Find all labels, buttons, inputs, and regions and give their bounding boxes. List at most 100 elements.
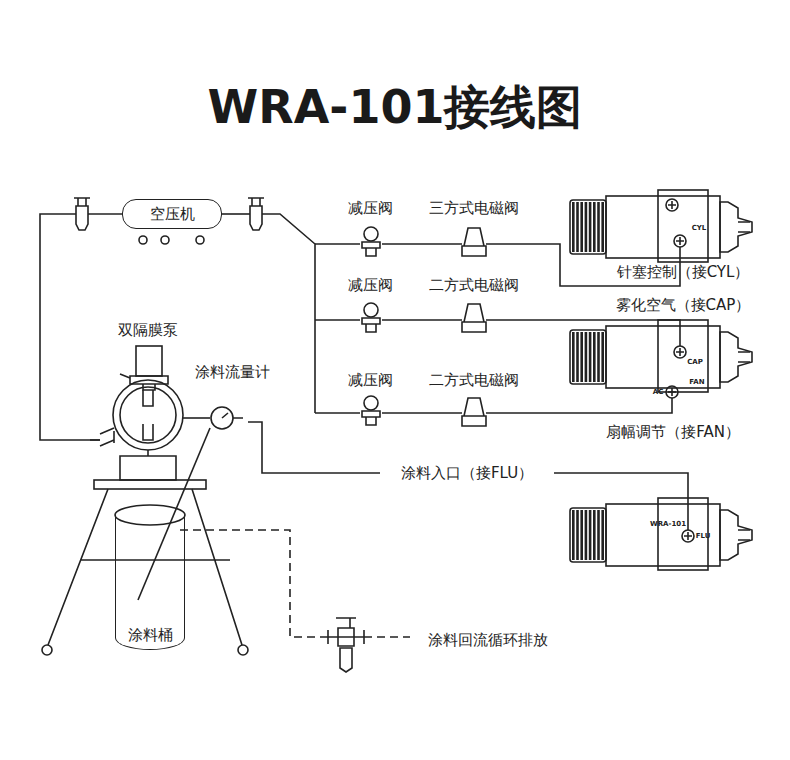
pressure-regulators <box>362 227 380 425</box>
gun-part <box>570 200 606 254</box>
port-label: 涂料入口（接FLU） <box>397 464 537 482</box>
drawing-stroke <box>183 417 210 419</box>
drawing-stroke <box>94 480 206 489</box>
port-code: FLU <box>696 533 711 540</box>
gun-part <box>580 332 583 382</box>
gun-part <box>720 202 752 252</box>
gun-part <box>570 330 606 384</box>
drawing-stroke <box>362 303 380 332</box>
drawing-stroke <box>88 213 122 215</box>
drawing-stroke <box>362 227 380 256</box>
drawing-stroke <box>222 213 250 215</box>
diaphragm-pump <box>90 346 210 480</box>
drawing-stroke <box>364 396 378 410</box>
gun-part <box>572 332 575 382</box>
paint-bucket: 涂料桶 <box>115 515 185 650</box>
gun-part <box>585 510 588 560</box>
solenoid-valves <box>462 228 486 426</box>
drawing-stroke <box>138 428 210 600</box>
valve-label: 三方式电磁阀 <box>429 199 519 217</box>
gun-part <box>720 332 752 382</box>
drain-valve <box>328 618 364 672</box>
drawing-stroke <box>362 411 380 425</box>
drawing-stroke <box>48 489 242 645</box>
drawing-stroke <box>42 645 52 655</box>
gun-part <box>576 202 579 252</box>
gun-part <box>576 332 579 382</box>
drawing-stroke <box>113 380 183 450</box>
gun-port <box>682 530 694 542</box>
drawing-stroke <box>139 236 147 244</box>
gun-part <box>601 510 604 560</box>
valve-label: 二方式电磁阀 <box>429 371 519 389</box>
drawing-stroke <box>180 530 328 637</box>
gun-port <box>676 348 684 356</box>
drawing-stroke <box>120 450 176 480</box>
drawing-stroke <box>196 236 204 244</box>
gun-part <box>593 510 596 560</box>
valve-label: 减压阀 <box>348 199 393 217</box>
gun-part <box>593 202 596 252</box>
compressor-wheels <box>139 236 204 244</box>
gun-part <box>589 332 592 382</box>
pump-label: 双隔膜泵 <box>118 321 178 339</box>
bucket-rim <box>115 505 185 525</box>
air-lines <box>40 214 680 440</box>
drawing-stroke <box>40 214 100 440</box>
drawing-stroke <box>90 374 130 446</box>
gun-part <box>606 504 720 566</box>
valve-label: 减压阀 <box>348 276 393 294</box>
spray-gun <box>570 498 752 570</box>
gun-part <box>589 510 592 560</box>
port-code: CAP <box>687 359 703 366</box>
gun-part <box>593 332 596 382</box>
drawing-stroke <box>328 618 364 646</box>
gun-part <box>572 510 575 560</box>
gun-port <box>666 386 678 398</box>
gun-part <box>658 190 708 262</box>
drawing-stroke <box>136 346 162 376</box>
node-text: 空压机 <box>150 205 195 224</box>
diagram-title: WRA-101接线图 <box>208 80 583 135</box>
return-line <box>180 530 410 637</box>
port-label: 扇幅调节（接FAN） <box>606 423 740 441</box>
drawing-stroke <box>364 303 378 317</box>
spray-guns <box>570 190 752 570</box>
valve-label: 减压阀 <box>348 371 393 389</box>
gun-part <box>597 332 600 382</box>
model-mark: WRA-101 <box>650 521 686 528</box>
drawing-stroke <box>362 396 380 425</box>
gun-part <box>580 510 583 560</box>
drawing-stroke <box>74 198 90 230</box>
gun-part <box>576 510 579 560</box>
gun-port <box>684 532 692 540</box>
gun-port <box>666 199 678 211</box>
spray-gun <box>570 320 752 398</box>
air-filters <box>74 198 264 230</box>
gun-part <box>658 320 708 392</box>
gun-port <box>674 346 686 358</box>
gun-part <box>580 202 583 252</box>
drawing-stroke <box>161 236 169 244</box>
gun-part <box>589 202 592 252</box>
port-code: FAN <box>689 379 704 386</box>
drawing-stroke <box>120 387 176 443</box>
gun-port <box>668 201 676 209</box>
drawing-stroke <box>238 645 248 655</box>
gun-part <box>597 510 600 560</box>
meter-label: 涂料流量计 <box>195 363 270 381</box>
gun-port <box>674 235 686 247</box>
gun-part <box>601 202 604 252</box>
drain-label: 涂料回流循环排放 <box>428 631 548 649</box>
spray-gun <box>570 190 752 262</box>
gun-part <box>601 332 604 382</box>
port-label: 针塞控制（接CYL） <box>617 263 750 281</box>
gun-port <box>676 237 684 245</box>
drawing-stroke <box>462 228 486 256</box>
drawing-stroke <box>462 304 486 332</box>
drawing-stroke <box>362 242 380 256</box>
gun-part <box>720 510 752 560</box>
gun-port <box>668 388 676 396</box>
valve-label: 二方式电磁阀 <box>429 276 519 294</box>
drawing-stroke <box>462 398 486 426</box>
